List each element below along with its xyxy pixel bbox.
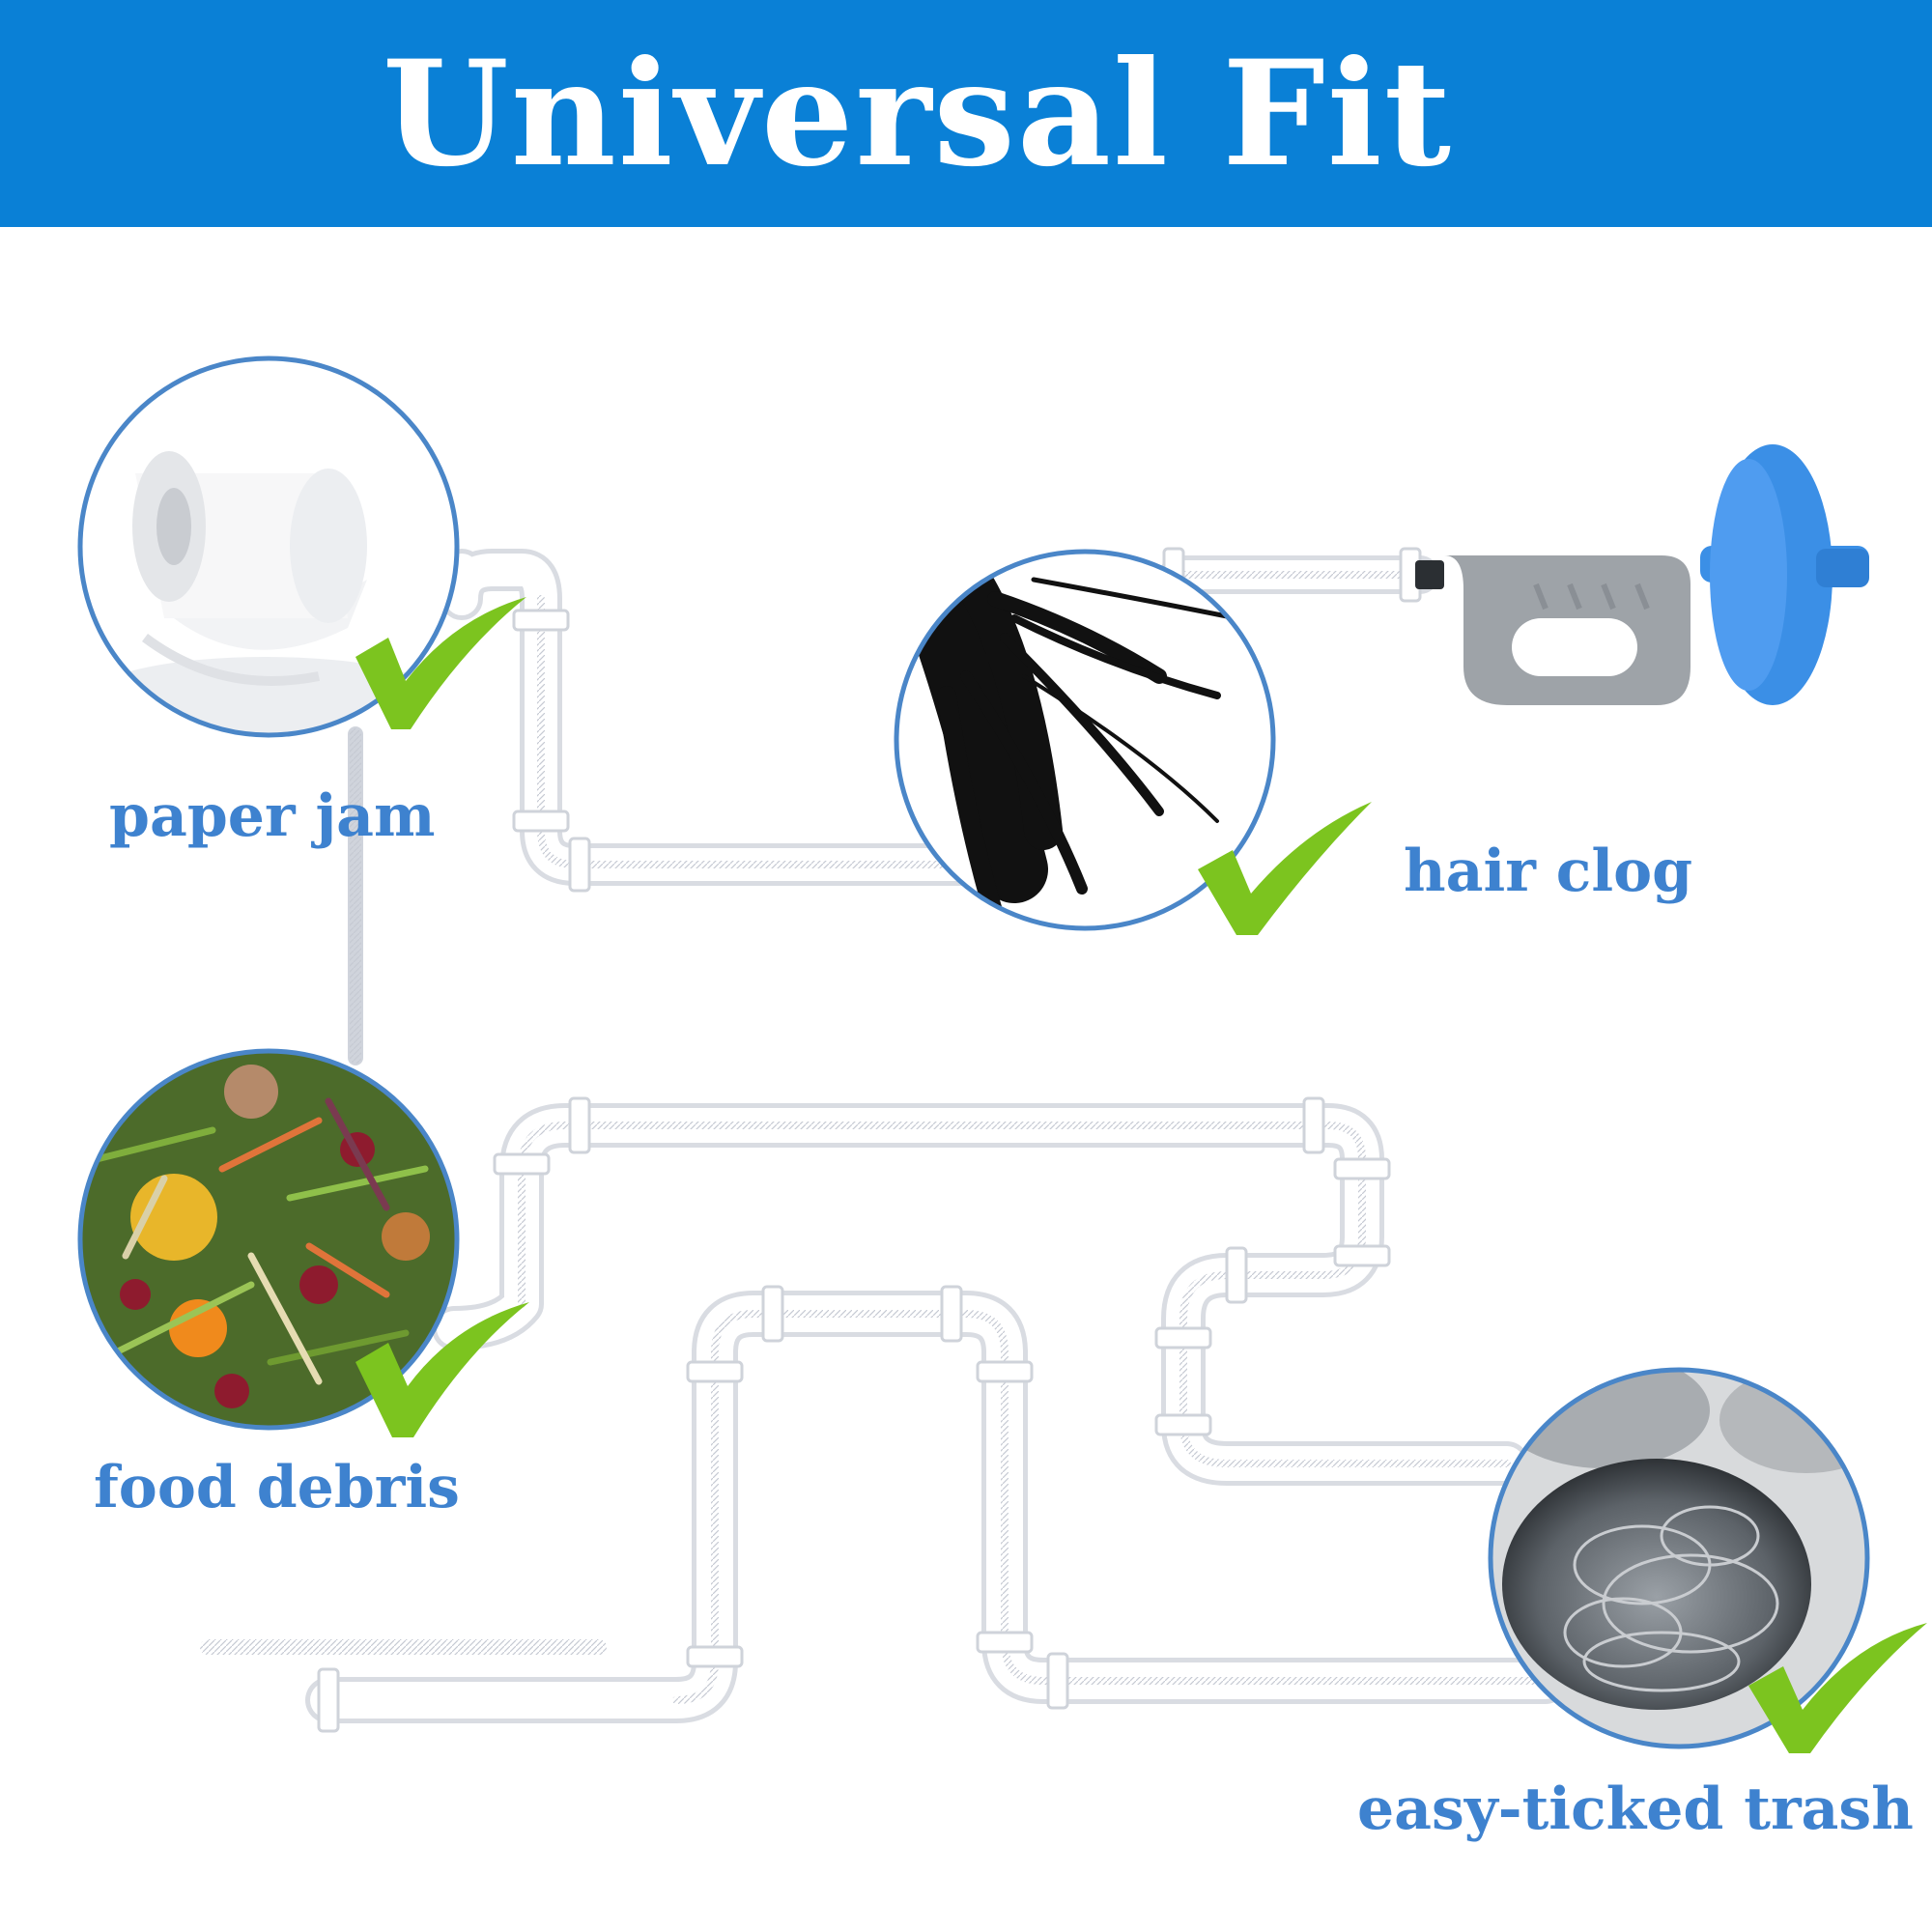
hair-clog-image: [894, 549, 1276, 931]
check-icon-hair-clog: [1198, 802, 1372, 935]
drain-pipes: [200, 547, 1569, 1733]
paper-jam-image: [77, 355, 460, 738]
steel-wool-image: [1488, 1367, 1870, 1749]
label-easy-ticked-trash: easy-ticked trash: [1357, 1776, 1914, 1843]
label-food-debris: food debris: [94, 1454, 460, 1521]
header-banner: Universal Fit: [0, 0, 1932, 227]
food-debris-image: [77, 1048, 460, 1431]
pipe-lower: [305, 1103, 1569, 1723]
page-title: Universal Fit: [382, 28, 1454, 199]
check-icon-trash: [1748, 1623, 1927, 1753]
label-paper-jam: paper jam: [109, 782, 436, 850]
label-hair-clog: hair clog: [1404, 838, 1693, 905]
drain-snake-tool: [1415, 444, 1869, 705]
check-icon-food-debris: [355, 1302, 529, 1437]
pipe-upper: [440, 549, 1439, 886]
check-icon-paper-jam: [355, 597, 526, 729]
